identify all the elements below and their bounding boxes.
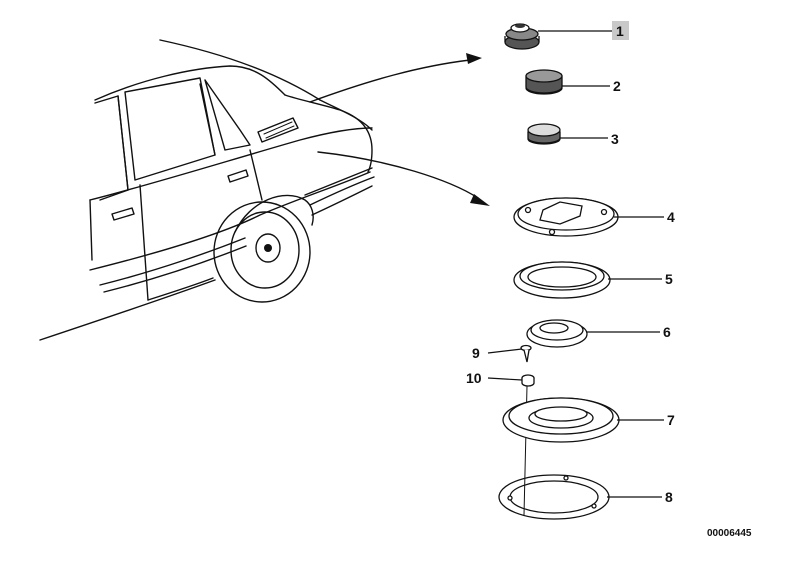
part-7-flange [502,397,620,443]
part-8-retaining-ring [498,474,610,520]
part-5-rubber-ring [513,261,611,299]
callout-1[interactable]: 1 [616,23,624,39]
part-6-seal-ring [526,319,588,348]
callout-6[interactable]: 6 [663,324,671,340]
callout-10[interactable]: 10 [466,370,482,386]
leader-lines [487,30,664,498]
part-3-cap [527,123,561,145]
callout-2[interactable]: 2 [613,78,621,94]
callout-7[interactable]: 7 [667,412,675,428]
callout-3[interactable]: 3 [611,131,619,147]
callout-4[interactable]: 4 [667,209,675,225]
callout-8[interactable]: 8 [665,489,673,505]
callout-1-highlight [612,21,629,40]
pointer-arrows [309,53,490,206]
callout-9[interactable]: 9 [472,345,480,361]
car-illustration [39,39,375,341]
part-10-nut [521,374,535,387]
part-1-grommet [504,23,540,50]
callout-5[interactable]: 5 [665,271,673,287]
drawing-number: 00006445 [707,528,752,539]
part-2-plug [525,69,563,95]
part-9-screw [520,344,532,363]
part-4-cover-plate [513,197,619,237]
